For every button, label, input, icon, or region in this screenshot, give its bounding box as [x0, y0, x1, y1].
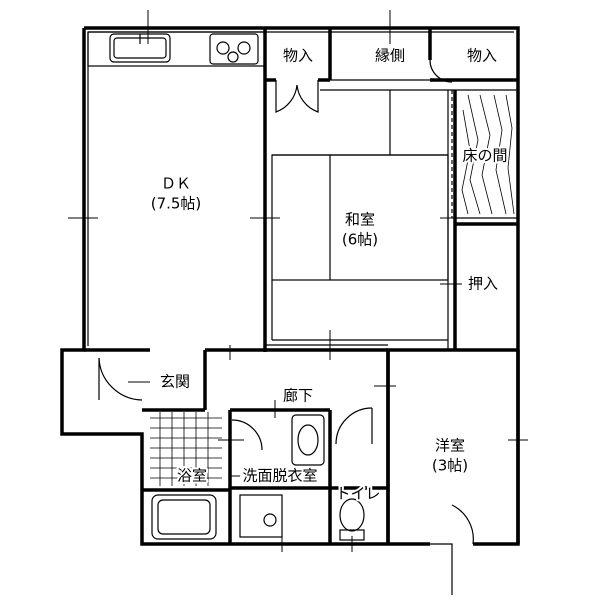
room-label-roka: 廊下 [283, 387, 313, 405]
washing-machine [239, 494, 283, 538]
washbasin [291, 414, 325, 466]
room-label-dk: ＤＫ [161, 175, 191, 193]
room-label-senmen: 洗面脱衣室 [242, 467, 317, 485]
room-label-washitsu: 和室 [345, 211, 375, 229]
bath-floor-tiles [150, 412, 222, 486]
room-label-monoire-left: 物入 [283, 47, 313, 65]
room-label-oshiire: 押入 [468, 275, 498, 293]
toilet-fixture [339, 498, 365, 541]
room-label-toilet: トイレ [335, 485, 380, 503]
room-label-tokonoma: 床の間 [462, 147, 507, 165]
dimension-ticks [68, 10, 528, 552]
room-label-monoire-right: 物入 [467, 47, 497, 65]
room-size-dk: (7.5帖) [151, 195, 202, 213]
room-label-genkan: 玄関 [160, 373, 190, 391]
room-size-washitsu: (6帖) [342, 231, 378, 249]
doors [98, 59, 474, 595]
bath-tub [151, 494, 217, 540]
room-size-yoshitsu: (3帖) [432, 457, 468, 475]
tokonoma-grain [461, 94, 515, 215]
kitchen-counter [87, 31, 266, 67]
room-label-yoshitsu: 洋室 [435, 437, 465, 455]
room-label-engawa: 縁側 [375, 47, 405, 65]
room-label-yokushitsu: 浴室 [177, 467, 207, 485]
